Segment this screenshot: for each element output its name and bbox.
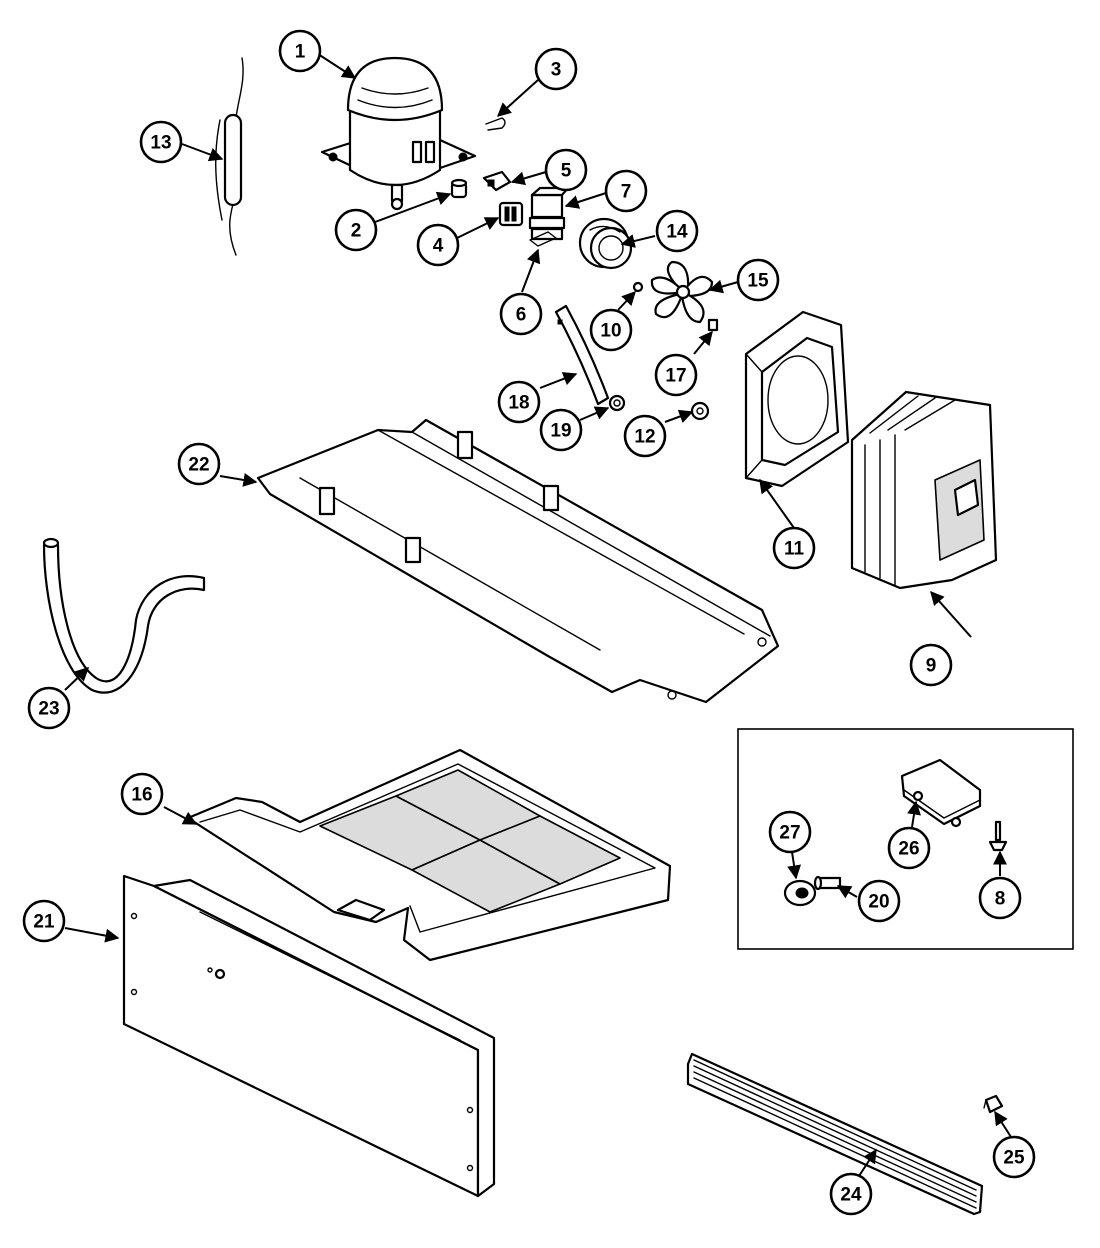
callout-17-label: 17 [665,366,686,387]
callout-13: 13 [139,120,183,164]
callout-9: 9 [909,643,953,687]
callout-22: 22 [177,442,221,486]
callout-4-label: 4 [433,236,444,257]
part-4-relay [498,201,524,227]
callout-25-label: 25 [1003,1148,1025,1169]
callout-21-label: 21 [33,912,55,933]
callout-15: 15 [736,258,780,302]
part-13-drier-tube [215,57,244,256]
part-20-axle [813,875,842,891]
callout-26-label: 26 [898,839,919,860]
callout-18-label: 18 [508,393,529,414]
callout-12: 12 [623,414,667,458]
callout-25: 25 [992,1135,1036,1179]
part-11-fan-shroud [744,310,850,488]
part-27-wheel [783,879,817,907]
callout-14: 14 [655,209,699,253]
callout-4: 4 [416,223,460,267]
callout-8: 8 [978,876,1022,920]
callout-18: 18 [497,380,541,424]
callout-12-label: 12 [634,427,655,448]
callout-3-label: 3 [551,60,562,81]
callout-16: 16 [120,772,164,816]
callout-16-label: 16 [131,785,152,806]
part-26-control [900,758,982,828]
callout-6-label: 6 [516,305,527,326]
part-5-bracket [482,170,512,192]
callout-27: 27 [768,810,812,854]
part-6-clip [529,231,557,247]
callout-10-label: 10 [600,321,621,342]
callout-11-label: 11 [784,539,805,560]
callout-14-label: 14 [666,222,688,243]
callout-17: 17 [654,353,698,397]
callout-1: 1 [278,29,322,73]
callout-22-label: 22 [188,455,209,476]
leader-lines [64,53,1012,1177]
part-19-grommet [608,394,626,412]
part-10-nut [632,281,644,293]
part-16-drain-pan [186,748,672,962]
callout-7: 7 [604,169,648,213]
callout-3: 3 [534,47,578,91]
part-1-compressor [320,56,477,211]
callout-19-label: 19 [550,421,571,442]
callout-11: 11 [772,526,816,570]
part-12-grommet [690,401,710,421]
callout-6: 6 [499,292,543,336]
inset-box [737,728,1074,950]
callout-23-label: 23 [38,699,59,720]
part-25-clip [983,1094,1004,1114]
part-9-condenser [850,390,998,590]
part-17-bracket [707,318,719,332]
callout-24-label: 24 [840,1185,862,1206]
callout-20: 20 [857,879,901,923]
callout-23: 23 [27,686,71,730]
callout-5-label: 5 [561,161,572,182]
callout-26: 26 [887,826,931,870]
callout-2-label: 2 [351,221,362,242]
callout-13-label: 13 [150,133,171,154]
part-15-fan-blade [650,260,714,324]
callout-21: 21 [22,899,66,943]
part-22-base-plate [256,418,780,704]
callout-24: 24 [829,1172,873,1216]
part-23-drain-hose [42,537,206,694]
callout-2: 2 [334,208,378,252]
callout-19: 19 [539,408,583,452]
part-18-strap [554,304,610,406]
callout-20-label: 20 [868,892,889,913]
callout-8-label: 8 [995,889,1006,910]
callout-9-label: 9 [926,656,937,677]
part-2-grommet [450,178,468,199]
callout-5: 5 [544,148,588,192]
part-8-screw [988,820,1008,852]
part-7-overload [528,186,570,241]
callout-7-label: 7 [621,182,632,203]
callout-1-label: 1 [295,42,306,63]
callout-27-label: 27 [779,823,800,844]
callout-15-label: 15 [747,271,769,292]
part-3-clip [485,117,506,131]
callout-10: 10 [589,308,633,352]
part-24-toe-grille [686,1052,984,1216]
part-21-front-panel [122,874,496,1198]
